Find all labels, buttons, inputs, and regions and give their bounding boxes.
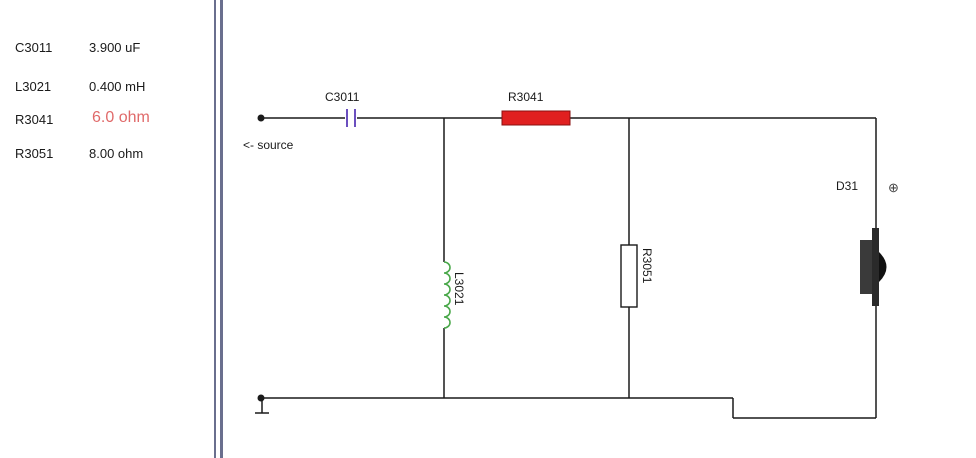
param-value[interactable]: 0.400 mH xyxy=(89,79,146,94)
param-value[interactable]: 3.900 uF xyxy=(89,40,141,55)
speaker-d31[interactable] xyxy=(860,228,887,306)
divider-line-right xyxy=(220,0,223,458)
ground-terminal[interactable] xyxy=(257,394,265,402)
resistor-r3051[interactable] xyxy=(620,244,638,308)
param-name: R3041 xyxy=(15,112,54,127)
capacitor-c3011[interactable] xyxy=(346,109,356,127)
source-terminal[interactable] xyxy=(257,114,265,122)
speaker-magnet xyxy=(860,240,872,294)
label-source: <- source xyxy=(243,138,294,152)
polarity-plus-icon: ⊕ xyxy=(888,180,899,195)
divider-line-left xyxy=(214,0,216,458)
param-value[interactable]: 8.00 ohm xyxy=(89,146,144,161)
resistor-r3041[interactable] xyxy=(501,110,571,126)
parameter-panel: C3011 3.900 uF L3021 0.400 mH R3041 6.0 … xyxy=(0,0,210,458)
speaker-frame xyxy=(872,228,879,306)
label-r3041: R3041 xyxy=(508,90,544,104)
param-name: C3011 xyxy=(15,40,53,55)
param-name: R3051 xyxy=(15,146,54,161)
label-r3051: R3051 xyxy=(640,248,654,284)
label-d31: D31 xyxy=(836,179,858,193)
speaker-cone xyxy=(879,252,887,282)
wires xyxy=(255,117,877,419)
param-name: L3021 xyxy=(15,79,52,94)
panel-divider[interactable] xyxy=(214,0,224,458)
inductor-l3021[interactable] xyxy=(443,261,451,329)
label-c3011: C3011 xyxy=(325,90,360,104)
param-value-highlighted[interactable]: 6.0 ohm xyxy=(92,109,150,126)
label-l3021: L3021 xyxy=(452,272,466,306)
